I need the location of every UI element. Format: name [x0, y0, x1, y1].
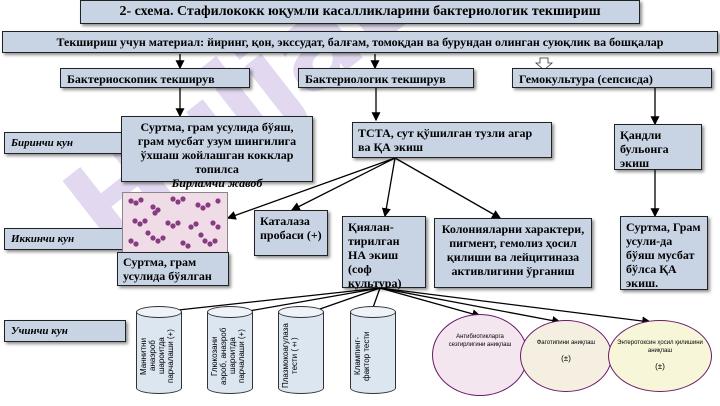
test-label-clumping: Клампинг-фактор тести [353, 331, 371, 381]
day-third-label: Учинчи кун [4, 320, 126, 342]
ellipse-antibiotic: Антибиотикларга сезгирлигини аниқлаш [432, 314, 528, 396]
day-second-label: Иккинчи кун [4, 228, 126, 250]
smear-gram-box: Суртма, грам усулида бўяш, грам мусбат у… [121, 116, 313, 190]
pure-culture-box: Қиялан-тирилган НА экиш (соф культура) [342, 216, 426, 290]
ellipse-enterotoxin: Энтеротоксин ҳосил қилишини аниқлаш (±) [608, 320, 712, 392]
colonies-box: Колонияларни характери, пигмент, гемолиз… [434, 218, 592, 288]
smear-gram-text: Суртма, грам усулида бўяш, грам мусбат у… [137, 120, 297, 176]
ellipse-antibiotic-text: Антибиотикларга сезгирлигини аниқлаш [448, 334, 512, 348]
micrograph-image [122, 192, 228, 254]
ellipse-phagotype-sign: (±) [561, 354, 571, 363]
hemoculture-method-box: Гемокультура (сепсисда) [512, 68, 712, 88]
bacteriological-method-box: Бактериологик текширув [298, 68, 474, 88]
test-label-plasmacoagulase: Плазмокоагулаза тести (±) [281, 323, 299, 388]
catalase-box: Каталаза пробаси (+) [254, 210, 328, 256]
ellipse-enterotoxin-text: Энтеротоксин ҳосил қилишини аниқлаш [617, 340, 703, 354]
day-first-label: Биринчи кун [4, 132, 126, 154]
sugar-broth-box: Қандли бульонга экиш [614, 124, 702, 170]
preliminary-answer-text: Бирламчи жавоб [171, 176, 263, 190]
smear-stained-box: Суртма, грам усулида бўялган [117, 252, 229, 286]
test-label-glucose: Глюкозани аэроб, анаэроб шароитда парчал… [210, 327, 246, 385]
ellipse-phagotype: Фаготипини аниқлаш (±) [520, 320, 612, 392]
tsta-box: ТСТА, сут қўшилган тузли агар ва ҚА экиш [352, 122, 552, 158]
bacterioscopic-method-box: Бактериоскопик текширув [60, 68, 250, 88]
material-box: Текшириш учун материал: йиринг, қон, экс… [2, 31, 718, 53]
smear-broth-box: Суртма, Грам усули-да бўяш мусбат бўлса … [620, 216, 708, 290]
ellipse-phagotype-text: Фаготипини аниқлаш [536, 340, 596, 346]
ellipse-enterotoxin-sign: (±) [655, 362, 665, 371]
page-title: 2- схема. Стафилококк юқумли касалликлар… [80, 0, 640, 24]
test-label-mannitol: Маннитни анаэроб шароитда парчалаши (+) [139, 329, 175, 383]
